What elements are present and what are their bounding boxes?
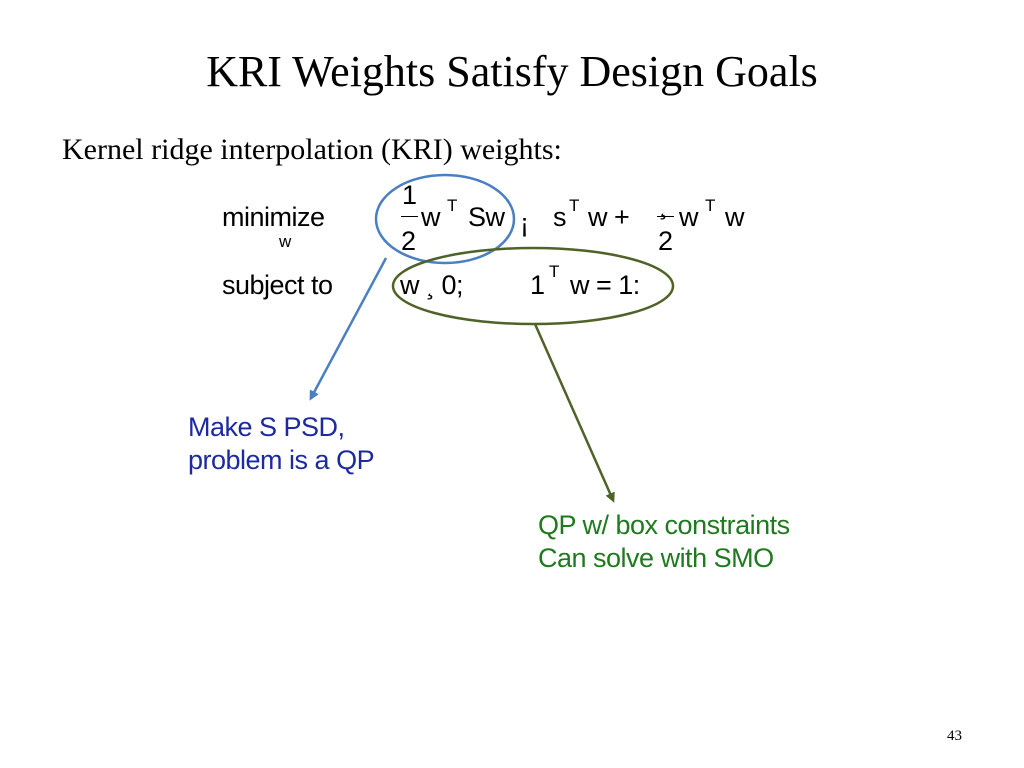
quadratic-term-w: w <box>421 202 441 232</box>
fraction-lambda-numerator: ¸ <box>659 190 668 220</box>
fraction-bar <box>401 216 418 217</box>
subject-to-label: subject to <box>222 270 333 300</box>
quadratic-term-sw: Sw <box>468 202 505 232</box>
slide-title: KRI Weights Satisfy Design Goals <box>206 47 818 96</box>
slide-subtitle: Kernel ridge interpolation (KRI) weights… <box>62 133 562 166</box>
psd-note-line2: problem is a QP <box>188 445 375 475</box>
minimize-variable: w <box>279 232 291 251</box>
regularizer-term-w-end: w <box>725 202 745 232</box>
qp-note-line2: Can solve with SMO <box>538 543 774 573</box>
qp-arrow <box>533 323 615 503</box>
transpose-superscript: T <box>569 196 579 215</box>
transpose-superscript: T <box>705 196 715 215</box>
fraction-one-half-denominator: 2 <box>401 226 416 256</box>
qp-note: QP w/ box constraints Can solve with SMO <box>538 509 790 575</box>
minimize-label: minimize <box>222 202 325 232</box>
fraction-bar <box>657 216 674 217</box>
fraction-one-half-numerator: 1 <box>402 180 417 210</box>
linear-term-w-plus: w + <box>588 202 630 232</box>
nonnegativity-constraint: w ¸ 0; <box>400 270 464 300</box>
sum-constraint-one: 1 <box>530 270 545 300</box>
psd-note: Make S PSD, problem is a QP <box>188 411 375 477</box>
page-number: 43 <box>947 728 962 744</box>
psd-note-line1: Make S PSD, <box>188 412 345 442</box>
qp-note-line1: QP w/ box constraints <box>538 510 790 540</box>
linear-term-s: s <box>553 202 567 232</box>
regularizer-term-w: w <box>679 202 699 232</box>
sum-constraint-rest: w = 1: <box>570 270 640 300</box>
transpose-superscript: T <box>549 262 559 281</box>
minus-sign: ¡ <box>520 208 529 238</box>
transpose-superscript: T <box>447 196 457 215</box>
fraction-lambda-denominator: 2 <box>658 226 673 256</box>
